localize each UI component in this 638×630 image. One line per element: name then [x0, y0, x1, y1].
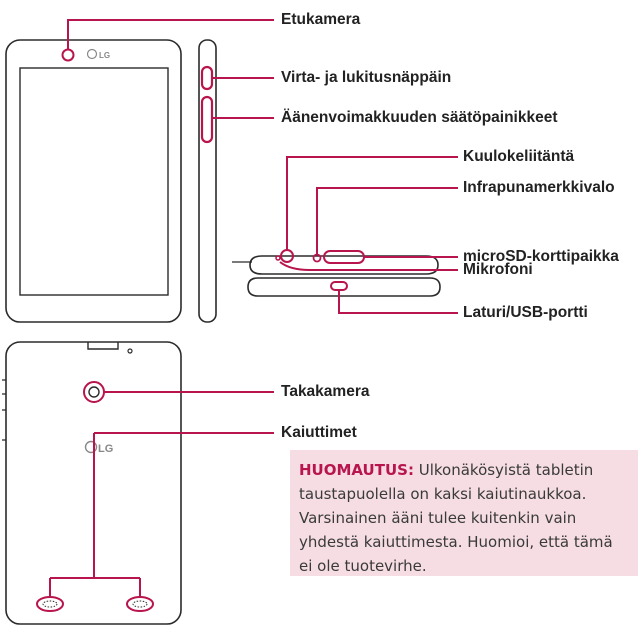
microsd-slot-shape [323, 250, 365, 264]
speaker-grille-right [126, 596, 154, 612]
label-ir-led: Infrapunamerkkivalo [463, 179, 615, 196]
label-microphone: Mikrofoni [463, 261, 533, 278]
tablet-front-screen [19, 67, 169, 296]
note-text-4: yhdestä kaiuttimesta. Huomioi, että tämä [299, 533, 613, 551]
leader-usb-port [338, 290, 458, 314]
back-lg-logo: LG [84, 440, 113, 455]
tablet-back-view [2, 341, 182, 625]
label-rear-camera: Takakamera [281, 383, 370, 400]
tablet-side-body [198, 39, 217, 323]
volume-keys-shape [200, 95, 214, 144]
leader-lines [49, 19, 458, 597]
rear-camera-inner [88, 386, 100, 398]
label-power-lock-key: Virta- ja lukitusnäppäin [281, 69, 452, 86]
note-box: HUOMAUTUS: Ulkonäkösyistä tabletin taust… [290, 450, 638, 576]
leader-front-camera [67, 19, 274, 49]
power-key-shape [200, 65, 214, 91]
tablet-bottom-edge-view [247, 277, 441, 297]
label-headset-jack: Kuulokeliitäntä [463, 148, 575, 165]
speaker-grilles [36, 596, 154, 612]
svg-text:LG: LG [98, 443, 113, 455]
ir-led-shape [312, 253, 322, 263]
label-volume-keys: Äänenvoimakkuuden säätöpainikkeet [281, 109, 558, 126]
leader-headset-jack [286, 156, 458, 250]
note-text-5: ei ole tuotevirhe. [299, 557, 427, 575]
tablet-front-view [5, 39, 182, 323]
note-text-3: Varsinainen ääni tulee kuitenkin vain [299, 509, 577, 527]
microphone-shape [275, 255, 281, 261]
svg-text:LG: LG [99, 51, 110, 60]
usb-port-shape [330, 281, 348, 291]
rear-camera-outer [83, 381, 105, 403]
note-text-2: taustapuolella on kaksi kaiutinaukkoa. [299, 485, 587, 503]
front-camera-lens [61, 48, 75, 62]
note-title: HUOMAUTUS: [299, 461, 414, 479]
label-charger-usb-port: Laturi/USB-portti [463, 304, 588, 321]
tablet-side-view [198, 39, 217, 323]
note-text-1: Ulkonäkösyistä tabletin [413, 461, 594, 479]
label-front-camera: Etukamera [281, 11, 361, 28]
label-speakers: Kaiuttimet [281, 424, 357, 441]
front-lg-logo: LG [86, 48, 110, 60]
leader-microphone [279, 261, 458, 271]
tablet-back-body [5, 341, 182, 625]
speaker-grille-left [36, 596, 64, 612]
label-microsd-slot: microSD-korttipaikka [463, 248, 619, 265]
tablet-front-body [5, 39, 182, 323]
leader-ir-led [316, 187, 458, 254]
leader-speakers-drop [49, 433, 141, 597]
note-line-1: HUOMAUTUS: Ulkonäkösyistä tabletin [299, 458, 638, 482]
